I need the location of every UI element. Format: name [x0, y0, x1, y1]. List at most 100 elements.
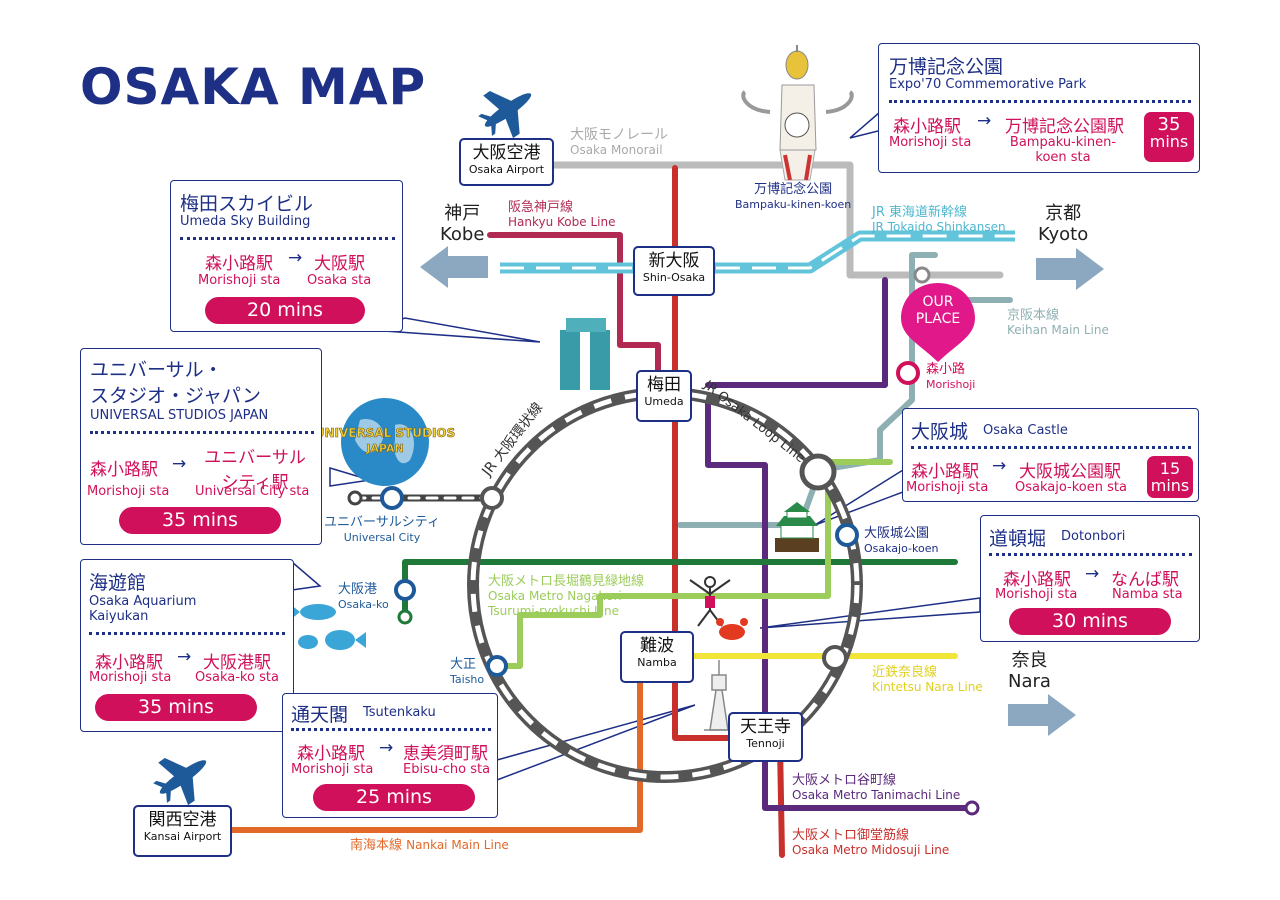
time-pill: 35 mins — [95, 694, 257, 721]
info-box-aquarium: 海遊館 Osaka Aquarium Kaiyukan 森小路駅 Morisho… — [80, 559, 294, 732]
kansai-airport-plane-icon — [153, 757, 207, 806]
monorail-label: 大阪モノレール Osaka Monorail — [570, 127, 668, 158]
crab-icon — [716, 618, 748, 640]
route-to-en: Osakajo-koen sta — [1015, 480, 1127, 495]
box-title-en: Tsutenkaku — [363, 705, 436, 720]
info-box-usj: ユニバーサル・ スタジオ・ジャパン UNIVERSAL STUDIOS JAPA… — [80, 348, 322, 545]
station-name-jp: 新大阪 — [648, 251, 700, 271]
box-title-en: Dotonbori — [1061, 529, 1126, 544]
box-divider — [90, 431, 314, 434]
route-to-en: Bampaku-kinen-koen sta — [1009, 135, 1117, 165]
station-shin-osaka[interactable]: 新大阪 Shin-Osaka — [633, 246, 715, 296]
route-to-jp: なんば駅 — [1111, 570, 1179, 590]
shinkansen-line — [500, 230, 1015, 274]
umeda-sky-building-icon — [560, 318, 610, 390]
box-divider — [911, 446, 1191, 449]
morishoji-station-label: 森小路 Morishoji — [926, 362, 976, 391]
station-kansai-airport[interactable]: 関西空港 Kansai Airport — [133, 805, 232, 857]
our-place-line1: OUR — [923, 294, 954, 310]
route-from-jp: 森小路駅 — [95, 653, 163, 673]
tanimachi-label: 大阪メトロ谷町線 Osaka Metro Tanimachi Line — [792, 773, 961, 802]
time-pill: 20 mins — [205, 297, 365, 324]
station-name-en: Tennoji — [746, 737, 785, 750]
time-pill: 25 mins — [313, 784, 475, 811]
station-umeda[interactable]: 梅田 Umeda — [636, 370, 692, 422]
keihan-label: 京阪本線 Keihan Main Line — [1007, 308, 1109, 337]
midosuji-label: 大阪メトロ御堂筋線 Osaka Metro Midosuji Line — [792, 828, 950, 857]
box-divider — [889, 100, 1191, 103]
station-name-jp: 天王寺 — [740, 717, 791, 737]
usj-logo-line1: UNIVERSAL STUDIOS — [315, 426, 456, 440]
box-title-en: Umeda Sky Building — [180, 214, 311, 229]
dotonbori-callout-pointer — [759, 597, 981, 629]
box-title-jp: 海遊館 — [89, 572, 147, 594]
route-to-en: Namba sta — [1112, 587, 1183, 602]
station-tennoji[interactable]: 天王寺 Tennoji — [728, 712, 803, 762]
info-box-umeda-sky: 梅田スカイビル Umeda Sky Building 森小路駅 Morishoj… — [170, 180, 403, 332]
station-namba[interactable]: 難波 Namba — [620, 631, 694, 683]
box-title-en-1: Osaka Aquarium — [89, 594, 197, 609]
route-to-jp: 大阪港駅 — [203, 653, 271, 673]
station-name-jp: 梅田 — [647, 375, 681, 395]
usj-globe-icon: UNIVERSAL STUDIOS JAPAN — [314, 398, 456, 486]
kintetsu-label: 近鉄奈良線 Kintetsu Nara Line — [872, 665, 983, 694]
hankyu-line — [487, 232, 661, 375]
route-to-jp: ユニバーサルシティ駅 — [204, 448, 306, 493]
info-box-expo: 万博記念公園 Expo'70 Commemorative Park 森小路駅 M… — [878, 43, 1200, 173]
station-osaka-airport[interactable]: 大阪空港 Osaka Airport — [459, 138, 554, 186]
glico-runner-icon — [689, 576, 731, 627]
station-name-jp: 難波 — [640, 636, 674, 656]
route-to-en: Ebisu-cho sta — [403, 762, 491, 777]
nankai-label: 南海本線 Nankai Main Line — [350, 838, 509, 853]
route-arrow-icon: → — [1085, 564, 1100, 584]
our-place-line2: PLACE — [916, 311, 961, 327]
route-arrow-icon: → — [177, 647, 192, 667]
tanimachi-line — [705, 392, 975, 811]
box-title-jp: 万博記念公園 — [889, 56, 1004, 78]
info-box-dotonbori: 道頓堀 Dotonbori 森小路駅 Morishoji sta → なんば駅 … — [980, 515, 1200, 642]
station-name-en: Osaka Airport — [468, 163, 545, 176]
route-from-jp: 森小路駅 — [90, 460, 158, 480]
info-box-tsutenkaku: 通天閣 Tsutenkaku 森小路駅 Morishoji sta → 恵美須町… — [282, 693, 498, 818]
route-arrow-icon: → — [288, 248, 303, 268]
osaka-airport-plane-icon — [478, 90, 532, 139]
station-name-jp: 関西空港 — [148, 810, 217, 830]
usj-callout-pointer — [329, 466, 371, 487]
taisho-station-label: 大正 Taisho — [450, 657, 485, 686]
osaka-castle-icon — [775, 502, 819, 552]
route-from-en: Morishoji sta — [889, 135, 972, 150]
route-to-en: Universal City sta — [195, 484, 310, 499]
time-pill: 30 mins — [1009, 608, 1171, 635]
aquarium-callout-pointer — [291, 560, 322, 591]
hankyu-label: 阪急神戸線 Hankyu Kobe Line — [508, 200, 616, 229]
box-title-jp: 梅田スカイビル — [180, 193, 314, 215]
nara-arrow-icon — [1008, 694, 1076, 736]
station-name-en: Namba — [637, 656, 677, 669]
box-divider — [291, 728, 491, 731]
box-title-en-2: Kaiyukan — [89, 609, 149, 624]
station-name-jp: 大阪空港 — [472, 143, 541, 163]
time-pill: 35 mins — [119, 507, 281, 534]
route-arrow-icon: → — [977, 111, 992, 131]
route-from-en: Morishoji sta — [198, 273, 281, 288]
box-title-jp: 大阪城 — [911, 421, 969, 443]
page-title: OSAKA MAP — [80, 58, 427, 116]
box-title-jp-1: ユニバーサル・ — [90, 359, 223, 381]
box-title-en: Osaka Castle — [983, 423, 1068, 438]
box-title-jp-2: スタジオ・ジャパン — [90, 385, 262, 407]
route-from-jp: 森小路駅 — [893, 117, 961, 137]
station-name-en: Umeda — [644, 395, 684, 408]
route-from-en: Morishoji sta — [995, 587, 1078, 602]
bampaku-station-label: 万博記念公園 Bampaku-kinen-koen — [735, 182, 852, 211]
route-from-en: Morishoji sta — [87, 484, 170, 499]
route-to-jp: 大阪駅 — [314, 254, 365, 274]
nankai-line — [229, 679, 643, 833]
osakako-station-label: 大阪港 Osaka-ko — [338, 582, 389, 611]
box-divider — [89, 632, 285, 635]
route-from-jp: 森小路駅 — [1003, 570, 1071, 590]
route-from-en: Morishoji sta — [291, 762, 374, 777]
